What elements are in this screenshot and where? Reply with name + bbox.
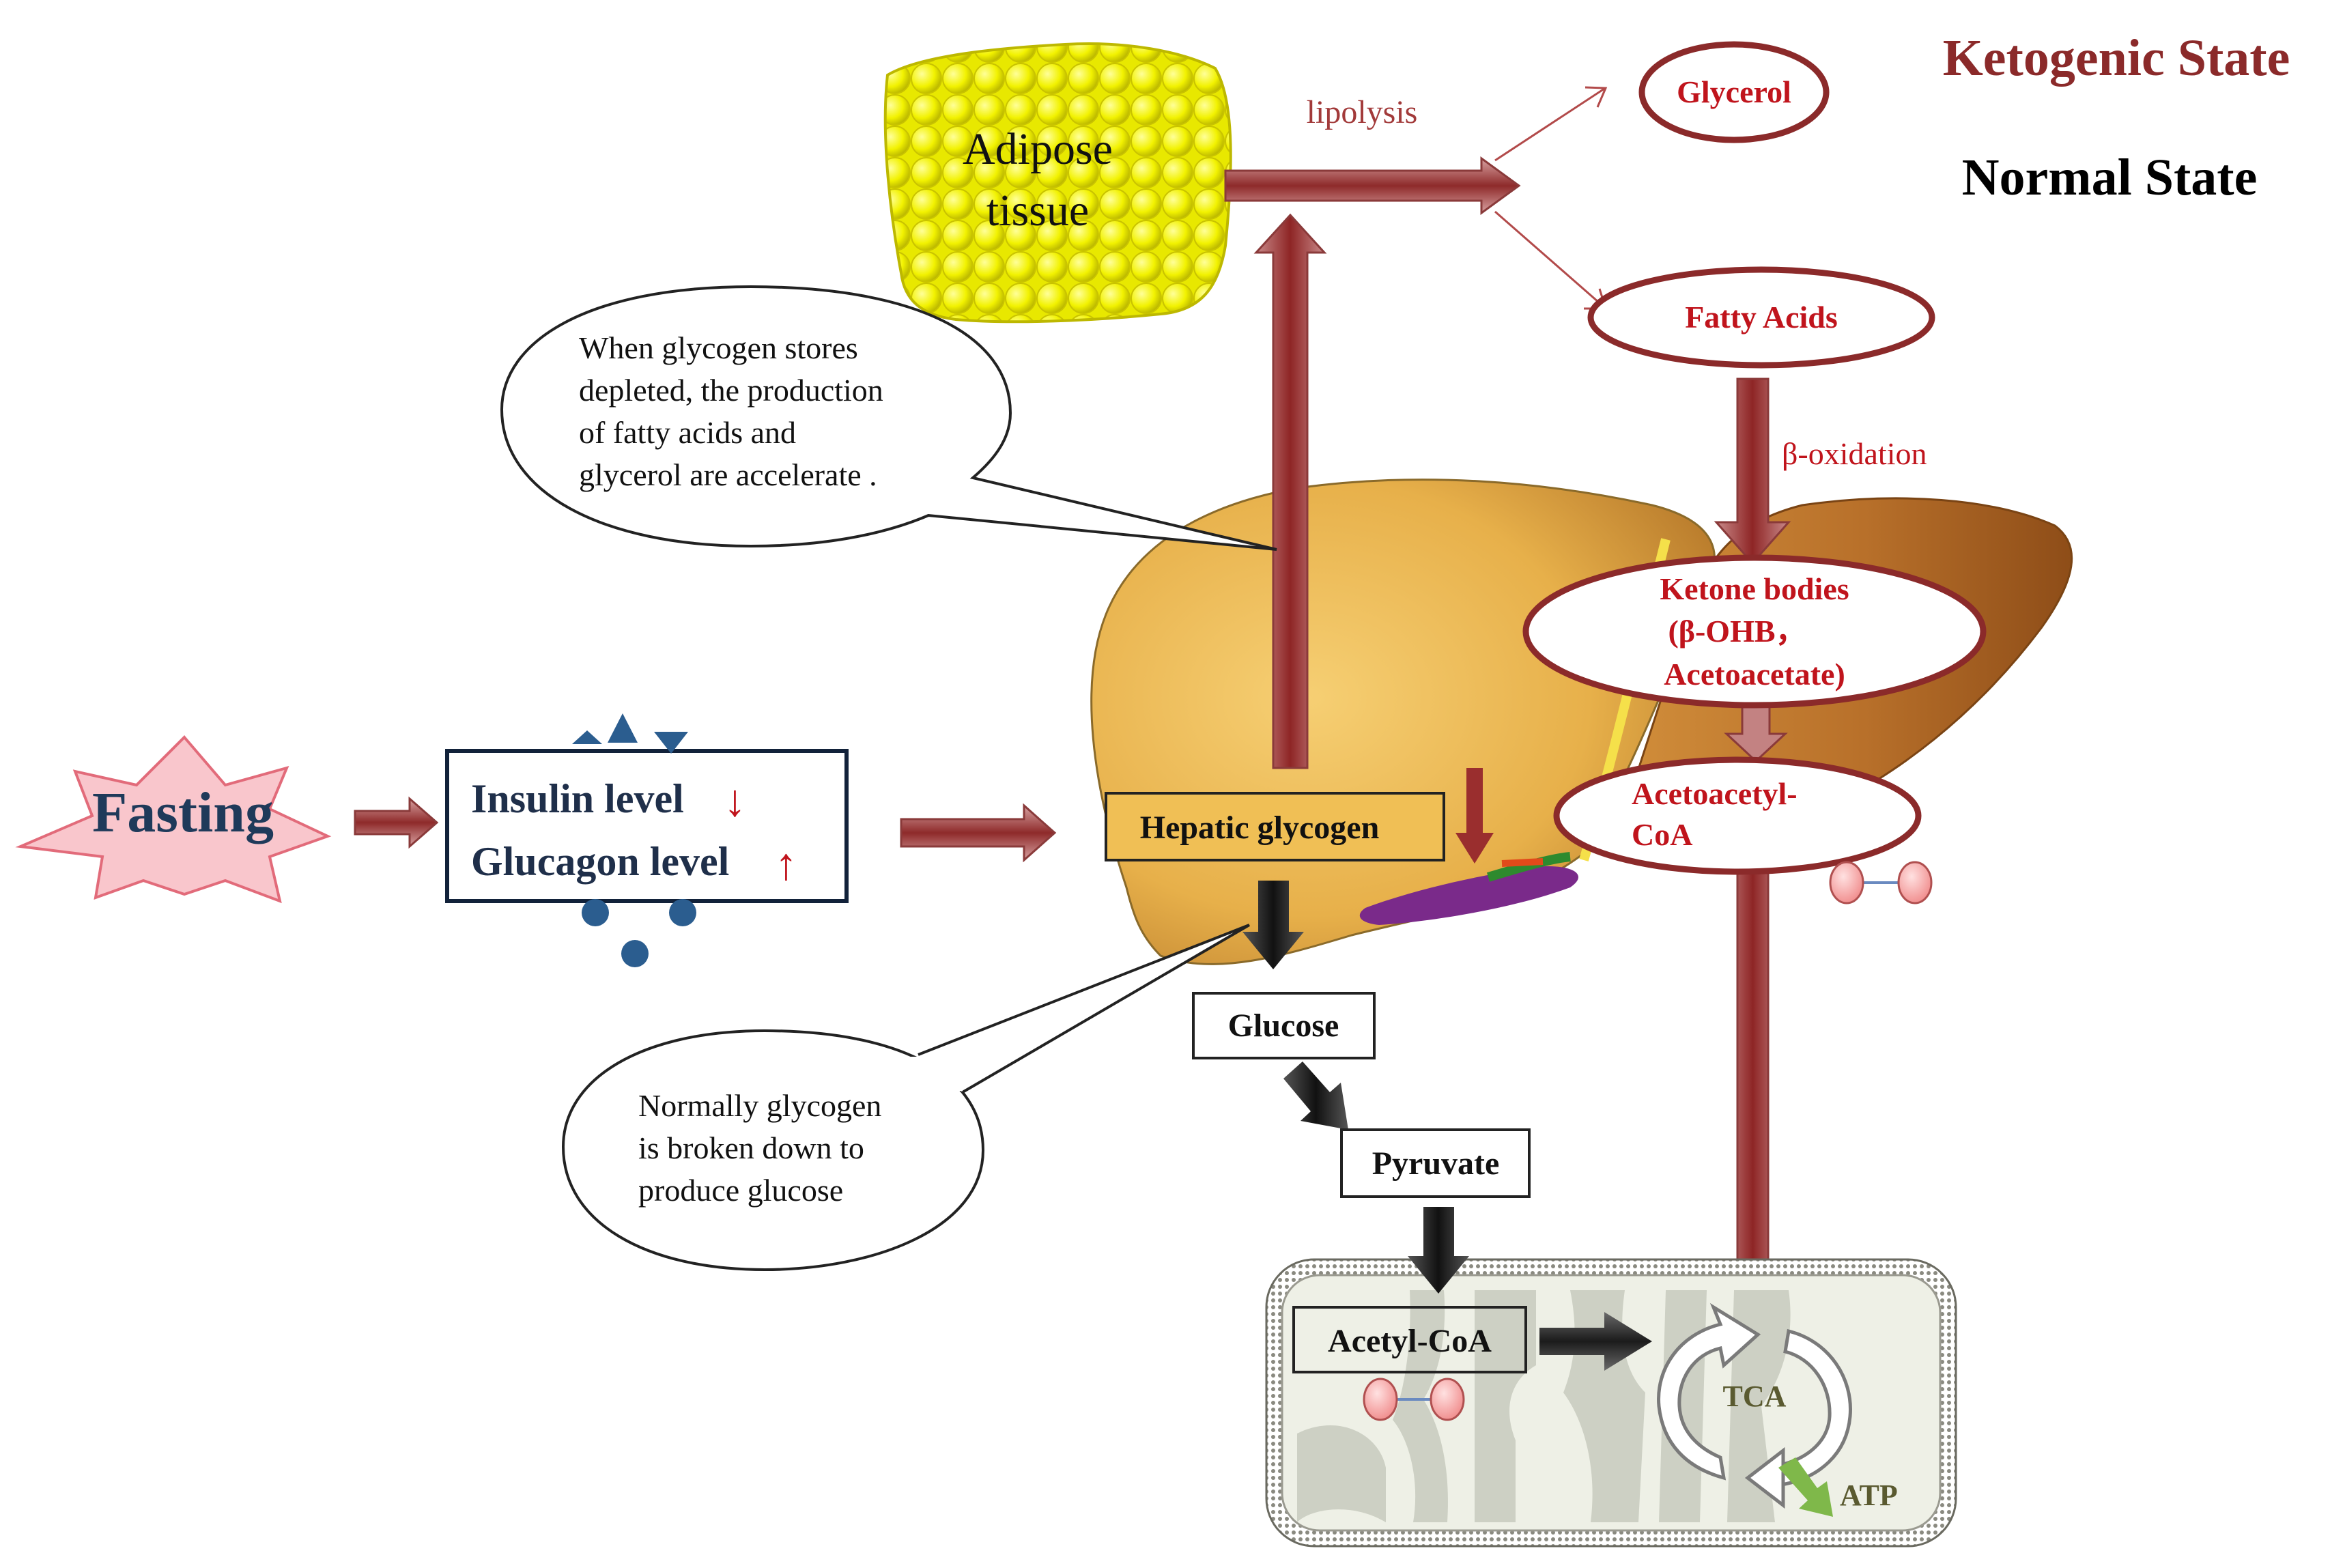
ketone-bodies-node: Ketone bodies (β-OHB， Acetoacetate) — [1522, 554, 1987, 709]
glucagon-label: Glucagon level — [471, 839, 729, 884]
tca-cycle-arc-left — [1657, 1302, 1761, 1481]
ketone-to-acetoacetyl-arrow — [1724, 702, 1788, 763]
glycerol-label: Glycerol — [1677, 74, 1791, 109]
callout-bottom-line3: produce glucose — [638, 1173, 843, 1208]
fatty-acids-label: Fatty Acids — [1685, 300, 1838, 334]
atp-arrow — [1778, 1457, 1833, 1517]
molecule-icon-left — [1363, 1378, 1465, 1421]
glucose-to-pyruvate-arrow — [1283, 1061, 1348, 1130]
adipose-label-line2: tissue — [986, 186, 1089, 236]
glucose-box: Glucose — [1192, 992, 1376, 1059]
glucose-label: Glucose — [1228, 1008, 1339, 1044]
acetoacetyl-line1: Acetoacetyl- — [1632, 776, 1798, 811]
circle-icon — [582, 899, 609, 926]
ketone-bodies-line1: Ketone bodies — [1660, 571, 1849, 606]
triangle-icon — [608, 713, 638, 743]
glycogen-to-adipose-arrow — [1253, 213, 1327, 769]
callout-top-line3: of fatty acids and — [579, 415, 796, 450]
acetoacetyl-coa-node: Acetoacetyl- CoA — [1553, 756, 1922, 875]
fasting-to-hormones-arrow — [354, 796, 439, 849]
tca-label: TCA — [1723, 1380, 1787, 1413]
glucagon-arrow: ↑ — [775, 840, 797, 889]
legend-normal-state: Normal State — [1962, 149, 2258, 206]
fasting-label: Fasting — [92, 781, 274, 844]
hormones-to-liver-arrow — [900, 803, 1057, 863]
acetyl-coa-box: Acetyl-CoA — [1292, 1306, 1527, 1373]
hormone-glyphs — [572, 713, 696, 967]
acetoacetyl-line2: CoA — [1632, 817, 1692, 852]
insulin-label: Insulin level — [471, 776, 684, 821]
ketone-bodies-line2: (β-OHB， — [1668, 614, 1806, 648]
hormone-box: Insulin level ↓ Glucagon level ↑ — [445, 749, 849, 903]
tca-cycle-arrowhead — [1744, 1446, 1785, 1509]
fasting-star — [15, 735, 332, 904]
branch-arrows — [1494, 86, 1608, 310]
gallbladder — [1359, 866, 1578, 925]
ketone-bodies-line3: Acetoacetate) — [1664, 657, 1845, 692]
beta-oxidation-arrow — [1714, 377, 1791, 565]
lipolysis-arrow — [1224, 156, 1521, 215]
acetoacetyl-to-tca-arrow — [1718, 859, 1787, 1316]
triangle-icon-down — [654, 732, 688, 754]
adipose-blob — [883, 42, 1232, 324]
acetyl-coa-label: Acetyl-CoA — [1328, 1323, 1492, 1359]
liver-vessel — [1501, 858, 1544, 867]
legend-ketogenic-state: Ketogenic State — [1943, 29, 2290, 87]
callout-bottom-bubble — [561, 1029, 985, 1272]
atp-label: ATP — [1840, 1479, 1898, 1512]
adipose-tissue: Adipose tissue — [883, 42, 1232, 324]
triangle-icon — [572, 730, 602, 744]
callout-bottom-line1: Normally glycogen — [638, 1088, 881, 1123]
fasting-node: Fasting — [15, 735, 332, 904]
acetylcoa-to-tca-arrow — [1539, 1312, 1652, 1371]
pyruvate-label: Pyruvate — [1372, 1145, 1500, 1182]
callout-top-line2: depleted, the production — [579, 373, 883, 408]
callout-bottom-line2: is broken down to — [638, 1130, 864, 1165]
callout-top: When glycogen stores depleted, the produ… — [500, 285, 1277, 551]
glycerol-node: Glycerol — [1638, 41, 1830, 143]
lipolysis-label: lipolysis — [1307, 94, 1418, 130]
insulin-arrow: ↓ — [724, 776, 746, 826]
mitochondrion-cristae — [1297, 1290, 1791, 1522]
pyruvate-box: Pyruvate — [1340, 1128, 1531, 1198]
pyruvate-to-acetylcoa-arrow — [1408, 1207, 1469, 1294]
callout-bottom: Normally glycogen is broken down to prod… — [561, 924, 1251, 1272]
callout-top-line1: When glycogen stores — [579, 330, 858, 365]
beta-oxidation-label: β-oxidation — [1782, 436, 1927, 471]
circle-icon — [621, 940, 649, 967]
callout-top-bubble — [500, 285, 1277, 551]
hepatic-glycogen-box: Hepatic glycogen — [1105, 792, 1445, 861]
adipose-label-line1: Adipose — [963, 124, 1113, 174]
callout-top-line4: glycerol are accelerate . — [579, 457, 877, 492]
tca-cycle: TCA — [1657, 1302, 1852, 1509]
circle-icon — [669, 899, 696, 926]
callout-bottom-tail — [918, 924, 1251, 1094]
fatty-acids-node: Fatty Acids — [1587, 266, 1935, 369]
molecule-icon-right — [1829, 861, 1933, 904]
glycogen-to-glucose-arrow — [1242, 881, 1304, 969]
hepatic-glycogen-label: Hepatic glycogen — [1140, 810, 1380, 846]
small-liver-arrow — [1455, 768, 1494, 864]
